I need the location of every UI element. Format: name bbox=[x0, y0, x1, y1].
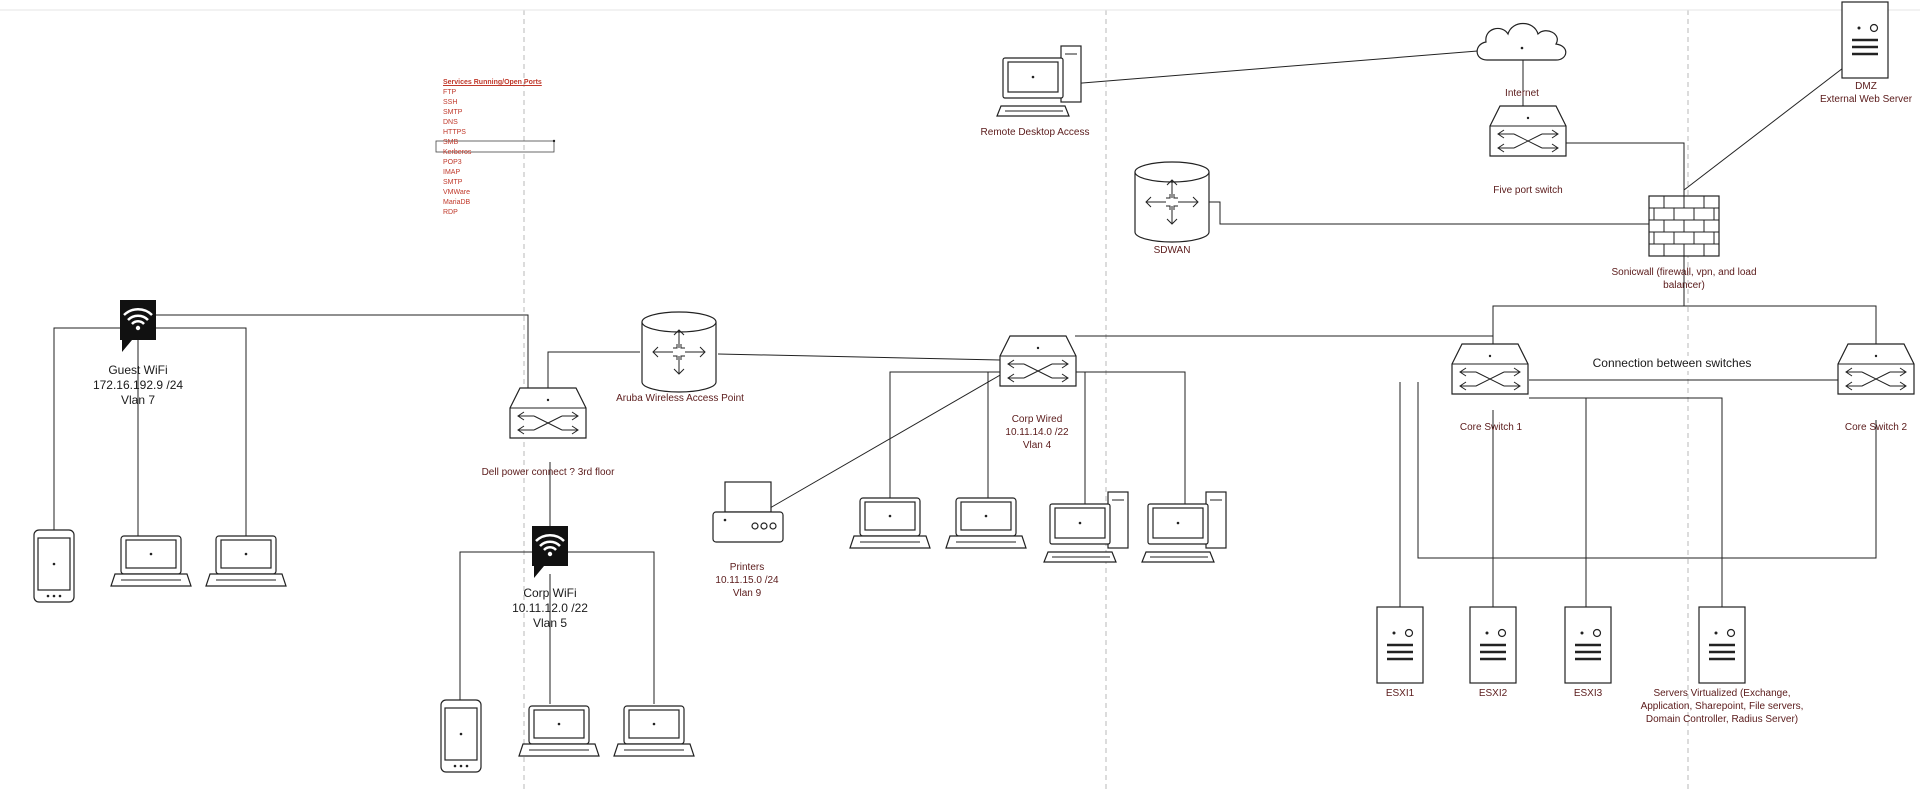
wired-desktop-icon bbox=[1043, 491, 1129, 563]
wired-laptop-icon bbox=[945, 497, 1027, 549]
aruba-access-point-icon bbox=[641, 311, 717, 393]
wired-desktop-icon bbox=[1141, 491, 1227, 563]
internet-cloud-icon bbox=[1476, 22, 1567, 61]
dell-switch-label: Dell power connect ? 3rd floor bbox=[481, 467, 615, 478]
services-title: Services Running/Open Ports bbox=[443, 79, 542, 86]
service-item: SMTP bbox=[443, 179, 463, 186]
services-list: Services Running/Open Ports FTP SSH SMTP… bbox=[443, 78, 542, 218]
service-item: RDP bbox=[443, 209, 458, 216]
service-item: POP3 bbox=[443, 159, 462, 166]
corp-phone-icon bbox=[440, 699, 482, 773]
remote-desktop-icon bbox=[996, 45, 1082, 117]
service-item: FTP bbox=[443, 89, 457, 96]
five-port-switch-label: Five port switch bbox=[1493, 185, 1563, 196]
dmz-server-icon bbox=[1840, 0, 1890, 80]
remote-desktop-label: Remote Desktop Access bbox=[980, 127, 1090, 138]
service-item: IMAP bbox=[443, 169, 461, 176]
wired-laptop-icon bbox=[849, 497, 931, 549]
esxi2-server-icon bbox=[1468, 605, 1518, 685]
sonicwall-firewall-icon bbox=[1648, 195, 1720, 257]
corp-laptop-icon bbox=[518, 705, 600, 757]
core-switch-1-icon bbox=[1451, 343, 1529, 395]
service-item: SMTP bbox=[443, 109, 463, 116]
dell-switch-icon bbox=[509, 387, 587, 439]
internet-label: Internet bbox=[1505, 88, 1539, 99]
esxi3-label: ESXI3 bbox=[1573, 688, 1603, 699]
service-item: Kerberos bbox=[443, 149, 472, 156]
guest-laptop-icon bbox=[110, 535, 192, 587]
service-item: HTTPS bbox=[443, 129, 466, 136]
printer-icon bbox=[712, 481, 784, 543]
corp-wired-switch-icon bbox=[999, 335, 1077, 387]
service-item: SSH bbox=[443, 99, 458, 106]
service-item: MariaDB bbox=[443, 199, 471, 206]
guest-phone-icon bbox=[33, 529, 75, 603]
corp-wifi-icon bbox=[530, 524, 570, 580]
connection-lines bbox=[53, 48, 1877, 704]
aruba-label: Aruba Wireless Access Point bbox=[616, 393, 744, 404]
five-port-switch-icon bbox=[1489, 105, 1567, 157]
esxi2-label: ESXI2 bbox=[1478, 688, 1508, 699]
core-switch-2-icon bbox=[1837, 343, 1915, 395]
servers-virtualized-label: Servers Virtualized (Exchange,Applicatio… bbox=[1640, 688, 1804, 725]
esxi1-server-icon bbox=[1375, 605, 1425, 685]
core-switch-1-label: Core Switch 1 bbox=[1459, 422, 1523, 433]
service-item: VMWare bbox=[443, 189, 470, 196]
service-item: SMB bbox=[443, 139, 459, 146]
guest-laptop-icon bbox=[205, 535, 287, 587]
sdwan-router-icon bbox=[1134, 161, 1210, 243]
connection-between-switches-label: Connection between switches bbox=[1590, 356, 1754, 371]
corp-laptop-icon bbox=[613, 705, 695, 757]
esxi1-label: ESXI1 bbox=[1385, 688, 1415, 699]
core-switch-2-label: Core Switch 2 bbox=[1844, 422, 1908, 433]
virtual-servers-icon bbox=[1697, 605, 1747, 685]
sdwan-label: SDWAN bbox=[1153, 245, 1191, 256]
esxi3-server-icon bbox=[1563, 605, 1613, 685]
service-item: DNS bbox=[443, 119, 458, 126]
